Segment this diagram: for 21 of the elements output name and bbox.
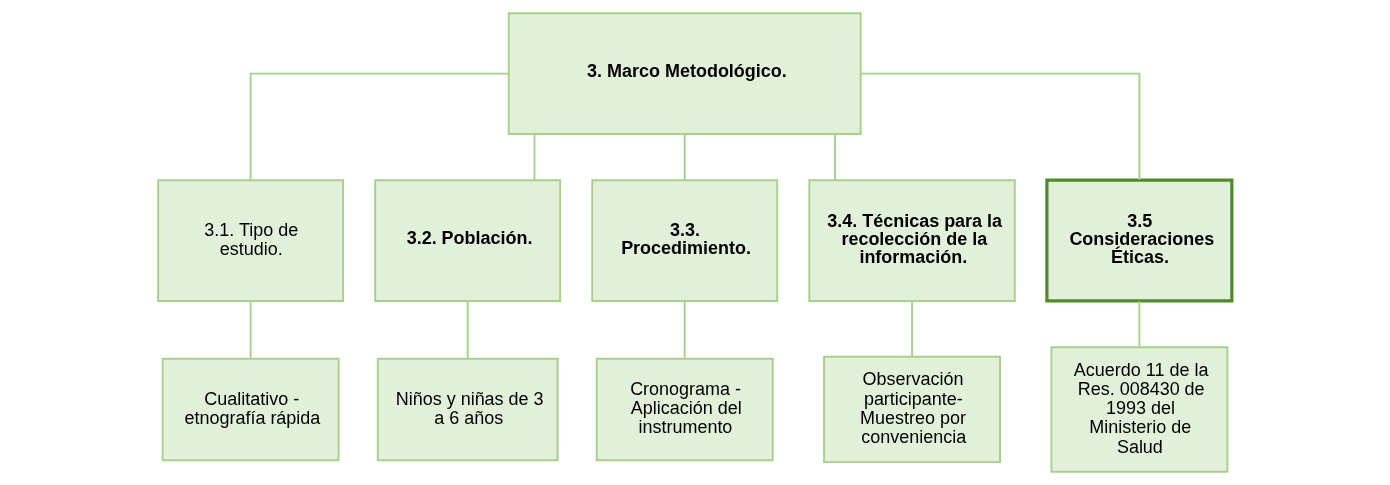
node-box: 3.4. Técnicas para la recolección de la información. xyxy=(808,179,1016,302)
node-box: Acuerdo 11 de la Res. 008430 de 1993 del Ministerio de Salud xyxy=(1050,346,1229,473)
node-box: Cronograma - Aplicación del instrumento xyxy=(595,357,774,462)
node-box: 3. Marco Metodológico. xyxy=(507,12,862,135)
node-box: 3.5 Consideraciones Éticas. xyxy=(1045,178,1234,303)
node-box: 3.2. Población. xyxy=(374,179,562,302)
connector xyxy=(466,300,469,360)
connector xyxy=(911,300,914,358)
connector xyxy=(683,300,686,360)
connector xyxy=(834,133,836,182)
connector xyxy=(533,133,536,182)
node-box: 3.3. Procedimiento. xyxy=(591,179,779,302)
node-box: 3.1. Tipo de estudio. xyxy=(157,179,345,302)
connector xyxy=(859,72,1141,181)
connector xyxy=(683,133,686,182)
node-box: Cualitativo - etnografía rápida xyxy=(161,357,340,462)
node-box: Niños y niñas de 3 a 6 años xyxy=(376,357,559,462)
connector xyxy=(249,72,510,181)
node-box: Observación participante- Muestreo por conveniencia xyxy=(823,355,1001,464)
connector xyxy=(249,300,252,360)
connector xyxy=(1138,300,1141,349)
